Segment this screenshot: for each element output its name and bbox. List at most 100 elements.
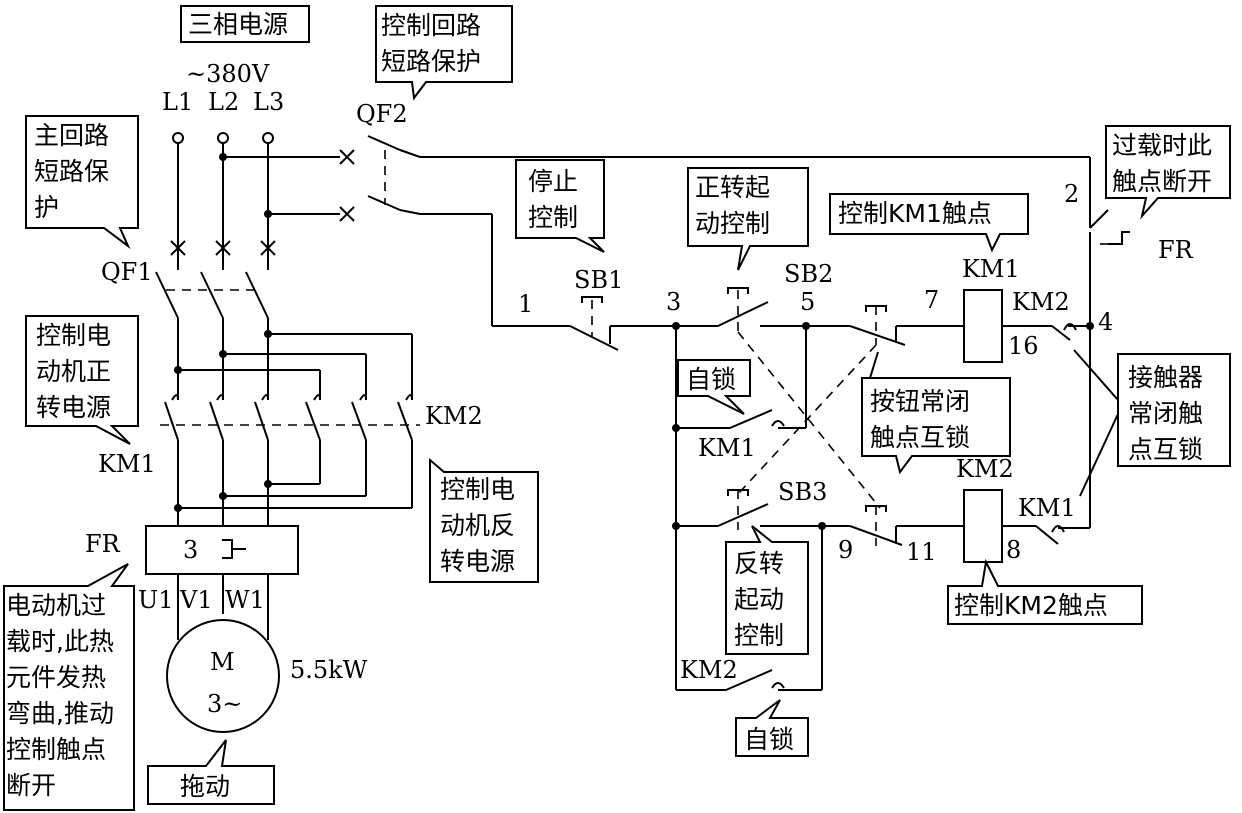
- label-u1: U1: [138, 586, 174, 614]
- svg-text:正转起: 正转起: [695, 173, 770, 202]
- km1-coil: [963, 289, 1003, 363]
- svg-text:动控制: 动控制: [695, 209, 770, 238]
- svg-text:控制KM1触点: 控制KM1触点: [838, 199, 992, 228]
- svg-text:反转: 反转: [734, 549, 784, 578]
- svg-text:控制: 控制: [734, 621, 784, 650]
- label-sb3: SB3: [778, 478, 827, 506]
- power-rating-label: 5.5kW: [290, 656, 368, 684]
- svg-text:控制电: 控制电: [36, 321, 111, 350]
- label-sb2: SB2: [784, 260, 833, 288]
- label-v1: V1: [179, 586, 213, 614]
- svg-text:常闭触: 常闭触: [1128, 399, 1203, 428]
- callout-self-lock-1: 自锁: [677, 359, 751, 415]
- callout-btn-interlock: 按钮常闭 触点互锁: [861, 351, 1011, 475]
- svg-text:转电源: 转电源: [36, 393, 111, 422]
- label-qf2: QF2: [356, 100, 408, 128]
- thermal-relay-box: [145, 525, 299, 575]
- node-1: 1: [518, 290, 533, 318]
- label-w1: W1: [225, 586, 265, 614]
- callout-contactor-interlock: 接触器 常闭触 点互锁: [1073, 349, 1231, 497]
- svg-text:过载时此: 过载时此: [1112, 131, 1212, 160]
- callout-fwd-start: 正转起 动控制: [687, 167, 809, 271]
- callout-ctrl-protect: 控制回路 短路保护: [375, 5, 513, 101]
- svg-text:点互锁: 点互锁: [1128, 435, 1203, 464]
- svg-text:控制触点: 控制触点: [6, 735, 106, 764]
- label-km2-coil: KM2: [956, 455, 1014, 483]
- callout-drive: 拖动: [147, 739, 275, 805]
- svg-text:停止: 停止: [528, 167, 578, 196]
- svg-text:转电源: 转电源: [440, 547, 515, 576]
- motor-m-label: M: [210, 648, 235, 676]
- callout-ctrl-km2: 控制KM2触点: [947, 558, 1143, 625]
- node-7: 7: [924, 286, 939, 314]
- callout-stop: 停止 控制: [515, 159, 605, 253]
- label-km2-nc: KM2: [1012, 288, 1070, 316]
- motor-symbol: [166, 619, 280, 733]
- svg-text:短路保: 短路保: [34, 157, 109, 186]
- svg-text:电动机过: 电动机过: [6, 591, 106, 620]
- svg-text:动机正: 动机正: [36, 357, 111, 386]
- svg-text:触点断开: 触点断开: [1112, 167, 1212, 196]
- svg-text:自锁: 自锁: [744, 725, 794, 754]
- svg-text:控制电: 控制电: [440, 475, 515, 504]
- label-l2: L2: [208, 88, 239, 116]
- svg-text:自锁: 自锁: [686, 365, 736, 394]
- fr-number: 3: [183, 536, 198, 564]
- node-11: 11: [906, 538, 937, 566]
- motor-phase-label: 3~: [207, 690, 242, 718]
- label-km2-aux: KM2: [680, 656, 738, 684]
- control-circuit: [339, 135, 1130, 691]
- label-qf1: QF1: [101, 258, 153, 286]
- main-circuit: 3: [145, 132, 420, 733]
- svg-text:主回路: 主回路: [34, 121, 109, 150]
- terminal-l3: [262, 132, 274, 144]
- svg-text:控制KM2触点: 控制KM2触点: [954, 591, 1108, 620]
- terminal-l1: [172, 132, 184, 144]
- svg-text:接触器: 接触器: [1128, 363, 1203, 392]
- label-km1-aux: KM1: [698, 434, 756, 462]
- callout-fwd-power: 控制电 动机正 转电源: [25, 315, 139, 445]
- callout-power-line1: 三相电源: [188, 10, 288, 39]
- callout-main-protect: 主回路 短路保 护: [25, 115, 139, 250]
- terminal-l2: [217, 132, 229, 144]
- km2-coil: [963, 489, 1003, 563]
- callout-overload: 过载时此 触点断开: [1105, 125, 1231, 220]
- node-3: 3: [666, 288, 681, 316]
- node-4: 4: [1098, 308, 1113, 336]
- node-2: 2: [1064, 180, 1079, 208]
- label-km1-coil: KM1: [962, 255, 1020, 283]
- node-16: 16: [1008, 332, 1039, 360]
- label-km2-main: KM2: [425, 402, 483, 430]
- svg-text:起动: 起动: [734, 585, 784, 614]
- label-fr-ctrl: FR: [1158, 236, 1194, 264]
- svg-text:短路保护: 短路保护: [381, 47, 481, 76]
- svg-text:按钮常闭: 按钮常闭: [870, 387, 970, 416]
- voltage-label: ~380V: [186, 60, 270, 88]
- callout-self-lock-2: 自锁: [735, 699, 809, 757]
- callout-power: 三相电源: [180, 5, 310, 43]
- label-km1-main: KM1: [98, 450, 156, 478]
- svg-text:控制回路: 控制回路: [381, 11, 481, 40]
- svg-text:断开: 断开: [6, 771, 56, 800]
- callout-motor-overload: 电动机过 载时,此热 元件发热 弯曲,推动 控制触点 断开: [3, 563, 135, 811]
- label-fr-main: FR: [85, 530, 121, 558]
- callout-rev-power: 控制电 动机反 转电源: [429, 457, 539, 583]
- callout-ctrl-km1: 控制KM1触点: [829, 193, 1029, 253]
- callout-rev-start: 反转 起动 控制: [725, 525, 809, 655]
- node-9: 9: [838, 536, 853, 564]
- svg-text:护: 护: [34, 193, 59, 222]
- svg-text:拖动: 拖动: [180, 772, 230, 801]
- svg-text:触点互锁: 触点互锁: [870, 423, 970, 452]
- svg-text:控制: 控制: [528, 203, 578, 232]
- svg-text:动机反: 动机反: [440, 511, 515, 540]
- node-5: 5: [800, 288, 815, 316]
- svg-text:元件发热: 元件发热: [6, 663, 106, 692]
- label-l1: L1: [162, 88, 193, 116]
- component-labels: ~380V L1 L2 L3 QF1 QF2 KM1 KM2 FR FR U1 …: [85, 60, 1194, 718]
- svg-text:载时,此热: 载时,此热: [6, 627, 114, 656]
- node-8: 8: [1006, 536, 1021, 564]
- label-sb1: SB1: [574, 266, 623, 294]
- label-km1-nc: KM1: [1018, 494, 1076, 522]
- svg-text:弯曲,推动: 弯曲,推动: [6, 699, 114, 728]
